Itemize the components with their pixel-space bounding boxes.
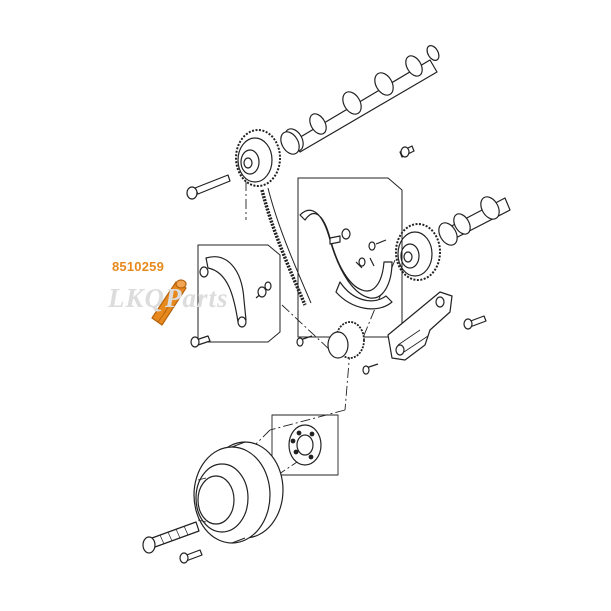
- lower-cam-sprocket: [395, 223, 441, 281]
- frame-bolts: [329, 228, 387, 267]
- crank-hub: [271, 414, 339, 476]
- guide-assembly-frame: [297, 177, 403, 338]
- bolt-crank-left: [296, 335, 313, 347]
- upper-cam-sprocket: [235, 129, 281, 187]
- part-number-label: 8510259: [112, 259, 165, 274]
- upper-camshaft: [280, 45, 440, 155]
- highlighted-part-8510259: [151, 279, 187, 326]
- crank-bolt: [142, 521, 200, 554]
- bolt-crank-below: [362, 363, 379, 375]
- watermark-logo: LKQParts: [108, 283, 229, 313]
- bolt-lower-left: [190, 335, 211, 348]
- crank-pulley: [193, 441, 284, 544]
- bolt-bottom: [179, 549, 203, 564]
- lower-camshaft: [438, 196, 511, 246]
- tensioner-bracket: [387, 291, 453, 361]
- bolt-upper-left: [186, 174, 231, 200]
- bolt-right: [463, 315, 487, 330]
- crank-sprocket: [327, 321, 365, 359]
- tensioner-guide-shoe: [205, 256, 247, 328]
- tensioner-washer: [199, 266, 209, 278]
- timing-chain: [260, 187, 312, 306]
- tensioner-blade: [335, 281, 393, 310]
- chain-guide: [299, 209, 393, 299]
- tensioner-bolt: [255, 281, 272, 299]
- bolt-top-right: [399, 145, 415, 158]
